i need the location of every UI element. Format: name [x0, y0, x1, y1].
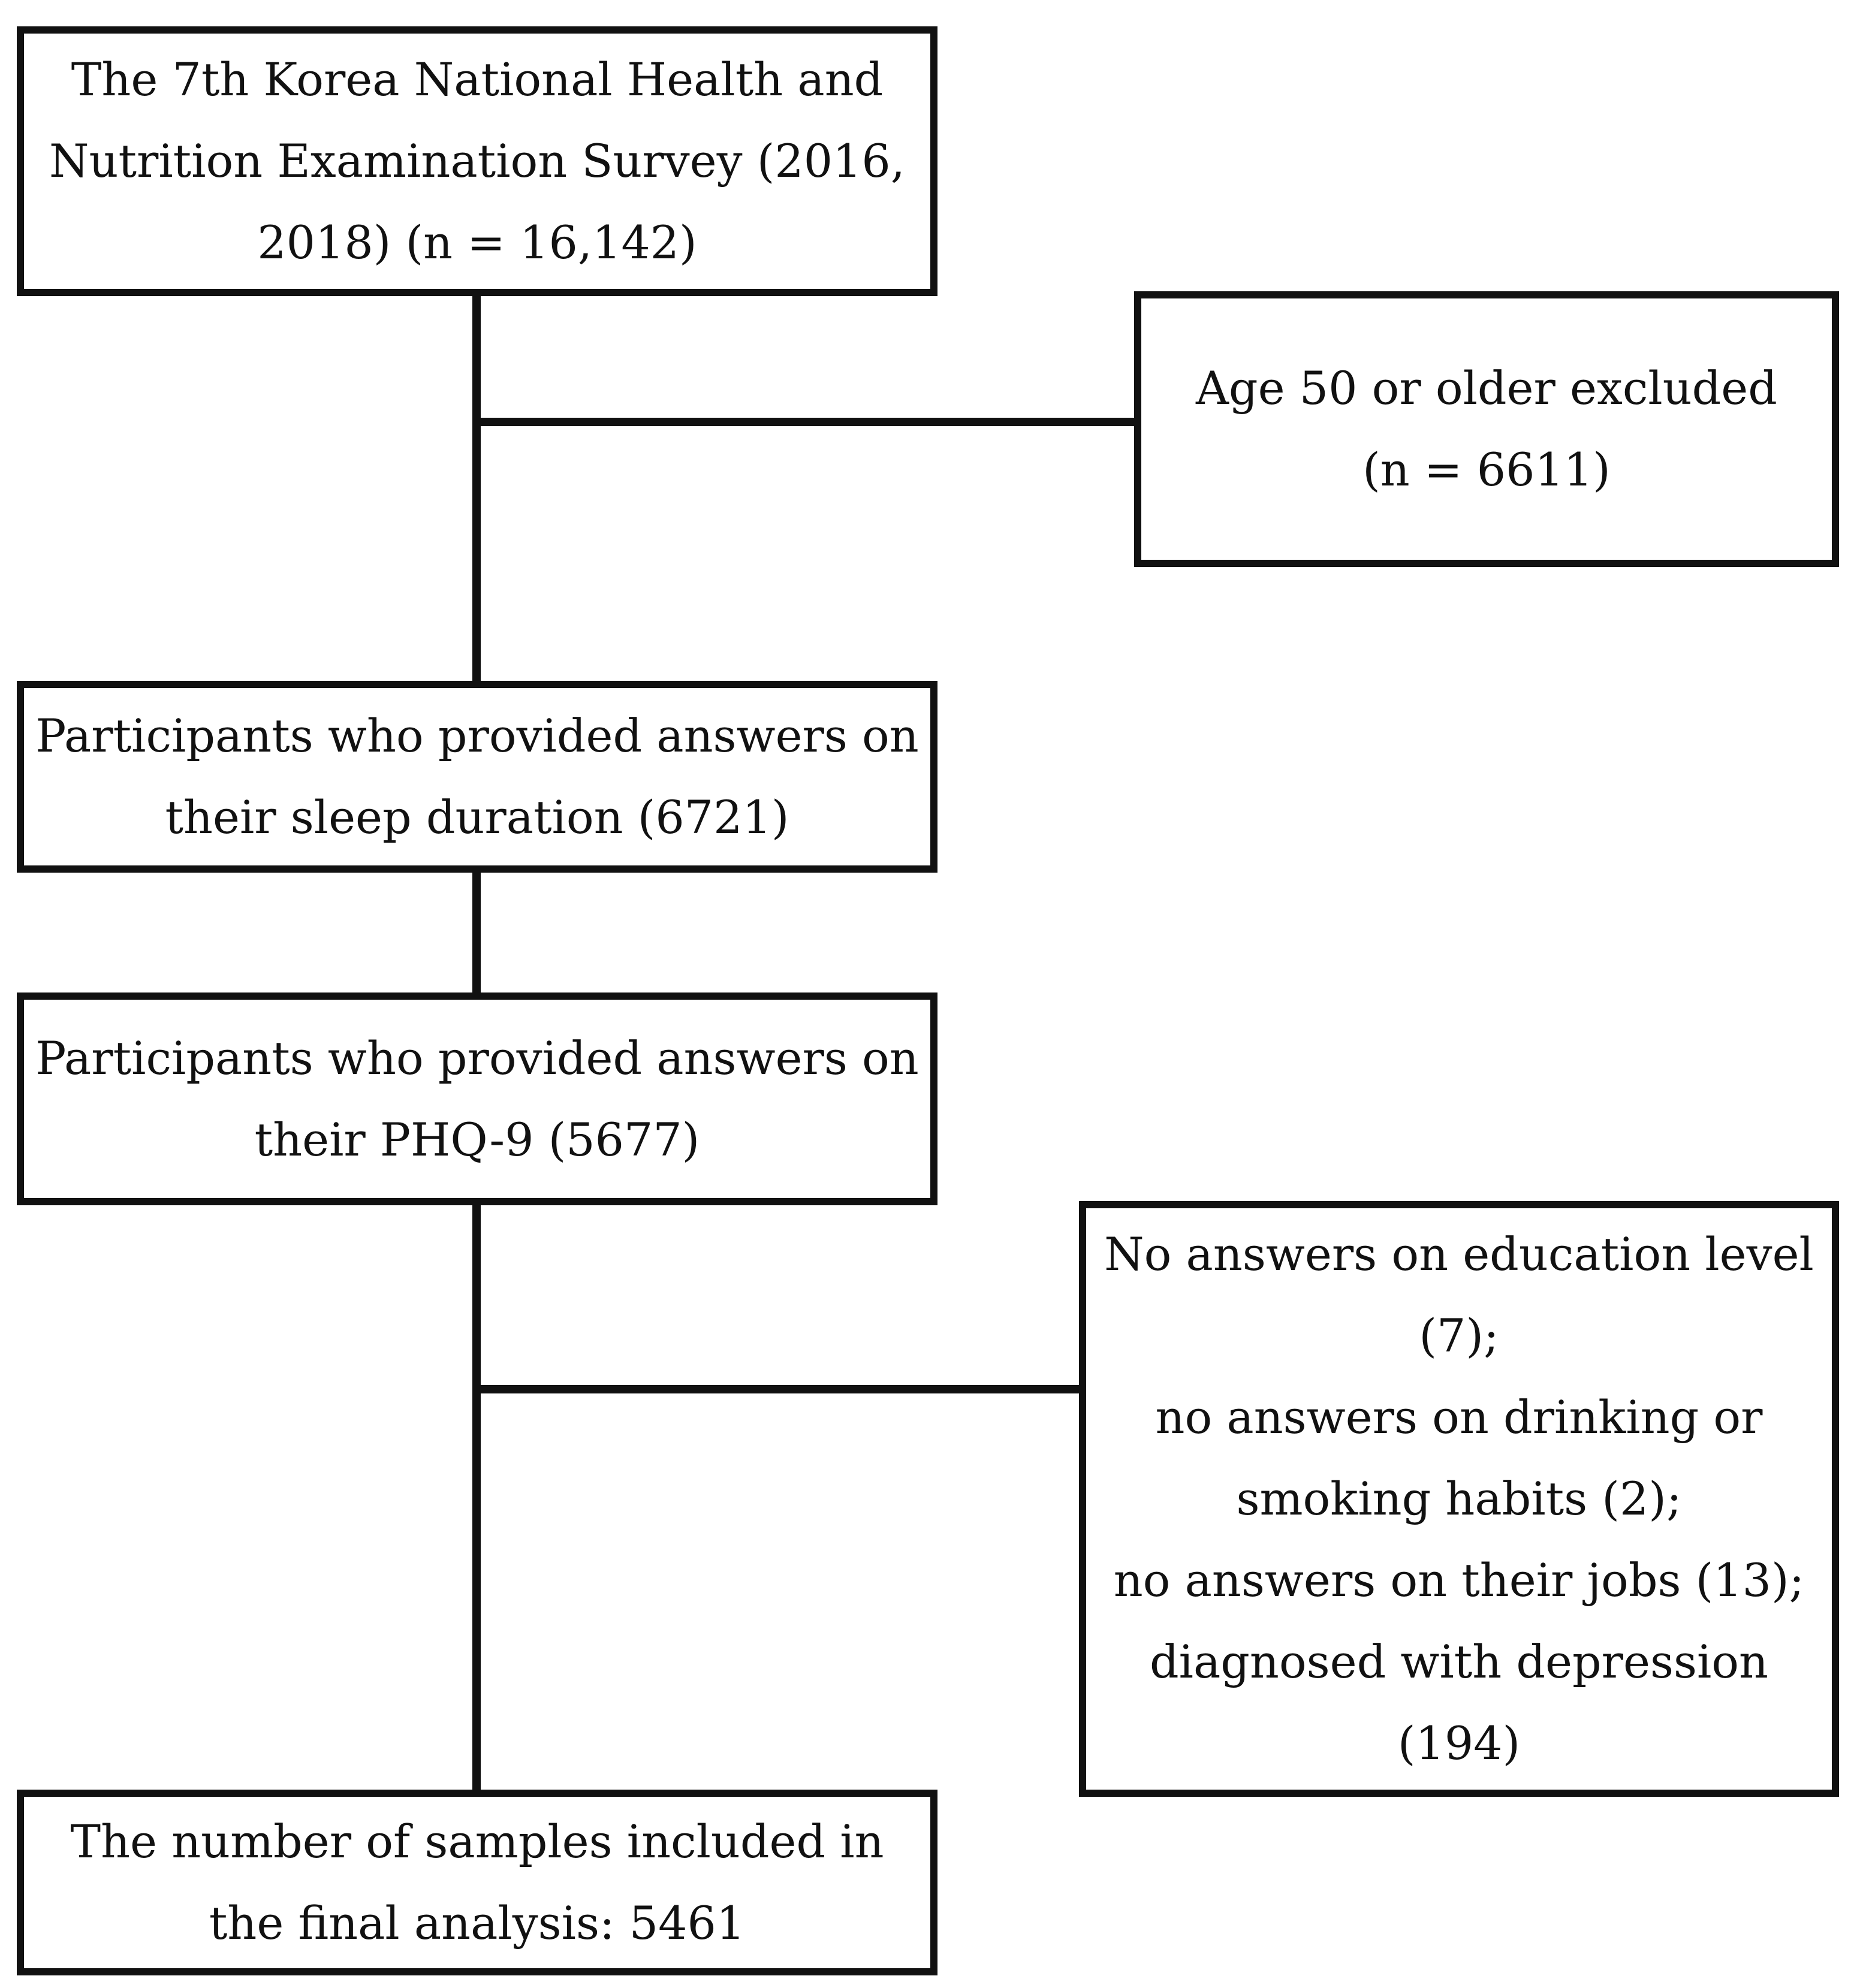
exclusions-box-line: smoking habits (2);: [1236, 1472, 1682, 1525]
exclusions-box-line: no answers on their jobs (13);: [1113, 1553, 1805, 1607]
exclusions-box-line: (7);: [1419, 1309, 1499, 1362]
exclusions-box-line: diagnosed with depression: [1149, 1635, 1768, 1688]
survey-box-line: The 7th Korea National Health and: [71, 53, 884, 106]
survey-box-line: Nutrition Examination Survey (2016,: [49, 134, 905, 188]
sleep-box-line: Participants who provided answers on: [35, 709, 919, 762]
sleep-duration-box: Participants who provided answers on the…: [17, 681, 937, 873]
age-excluded-line: Age 50 or older excluded: [1196, 361, 1777, 415]
age-excluded-box: Age 50 or older excluded (n = 6611): [1134, 291, 1839, 567]
exclusions-box-line: (194): [1397, 1717, 1521, 1770]
final-sample-box: The number of samples included in the fi…: [17, 1790, 937, 1975]
survey-source-box: The 7th Korea National Health and Nutrit…: [17, 26, 937, 296]
final-box-line: The number of samples included in: [70, 1815, 884, 1868]
phq-box-line: their PHQ-9 (5677): [254, 1112, 700, 1166]
exclusions-box-line: No answers on education level: [1104, 1227, 1814, 1281]
exclusions-box-line: no answers on drinking or: [1155, 1390, 1763, 1444]
sleep-box-line: their sleep duration (6721): [165, 791, 789, 844]
final-box-line: the final analysis: 5461: [209, 1896, 746, 1950]
survey-box-line: 2018) (n = 16,142): [257, 216, 697, 269]
age-excluded-line: (n = 6611): [1362, 443, 1611, 496]
phq-box-line: Participants who provided answers on: [35, 1031, 919, 1085]
missing-data-exclusions-box: No answers on education level (7); no an…: [1079, 1201, 1839, 1797]
phq9-box: Participants who provided answers on the…: [17, 993, 937, 1205]
